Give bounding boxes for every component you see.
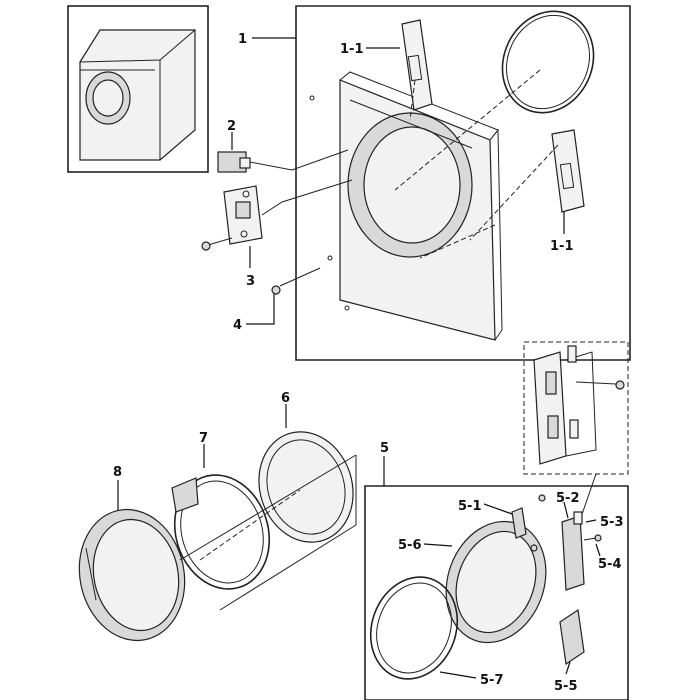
part-5-frame: [364, 485, 629, 700]
door-glass: [258, 431, 354, 543]
hinge-cover-bottom: [551, 129, 585, 213]
washer-thumbnail: [67, 5, 209, 173]
hinge-cover-top: [401, 19, 433, 111]
callout-5-1: 5-1: [458, 499, 482, 514]
callout-4: 4: [233, 318, 242, 333]
callout-leaders: [117, 37, 601, 679]
door-gasket: [369, 576, 459, 680]
callout-2: 2: [227, 119, 236, 134]
callout-7: 7: [199, 431, 208, 446]
screw-4: [271, 267, 321, 295]
door-leaders: [179, 454, 357, 611]
door-outer-cover: [78, 508, 186, 642]
callout-5-2: 5-2: [556, 491, 580, 506]
door-latch: [511, 494, 546, 552]
hinge-cover: [559, 608, 585, 666]
callout-labels: 1 1-1 1-1 2 3 4 5 5-1 5-2 5-3 5-4 5-5 5-…: [113, 32, 624, 694]
door-lock-switch: [217, 149, 349, 173]
callout-1-1-top: 1-1: [340, 42, 364, 57]
lock-bracket: [201, 179, 353, 251]
callout-5: 5: [380, 441, 389, 456]
front-panel: [309, 71, 503, 341]
callout-8: 8: [113, 465, 122, 480]
hinge-detail-inset: [523, 341, 629, 521]
callout-3: 3: [246, 274, 255, 289]
callout-1-1-bottom: 1-1: [550, 239, 574, 254]
callout-5-3: 5-3: [600, 515, 624, 530]
callout-5-6: 5-6: [398, 538, 422, 553]
part-1-frame: [295, 5, 631, 361]
callout-5-4: 5-4: [598, 557, 622, 572]
door-inner-ring: [445, 520, 547, 644]
callout-6: 6: [281, 391, 290, 406]
door-inner-frame: [171, 474, 271, 590]
door-seal-ring-top: [501, 10, 595, 114]
door-hinge: [561, 511, 602, 591]
assembly-leaders: [394, 69, 559, 259]
callout-5-5: 5-5: [554, 679, 578, 694]
callout-5-7: 5-7: [480, 673, 504, 688]
callout-1: 1: [238, 32, 247, 47]
